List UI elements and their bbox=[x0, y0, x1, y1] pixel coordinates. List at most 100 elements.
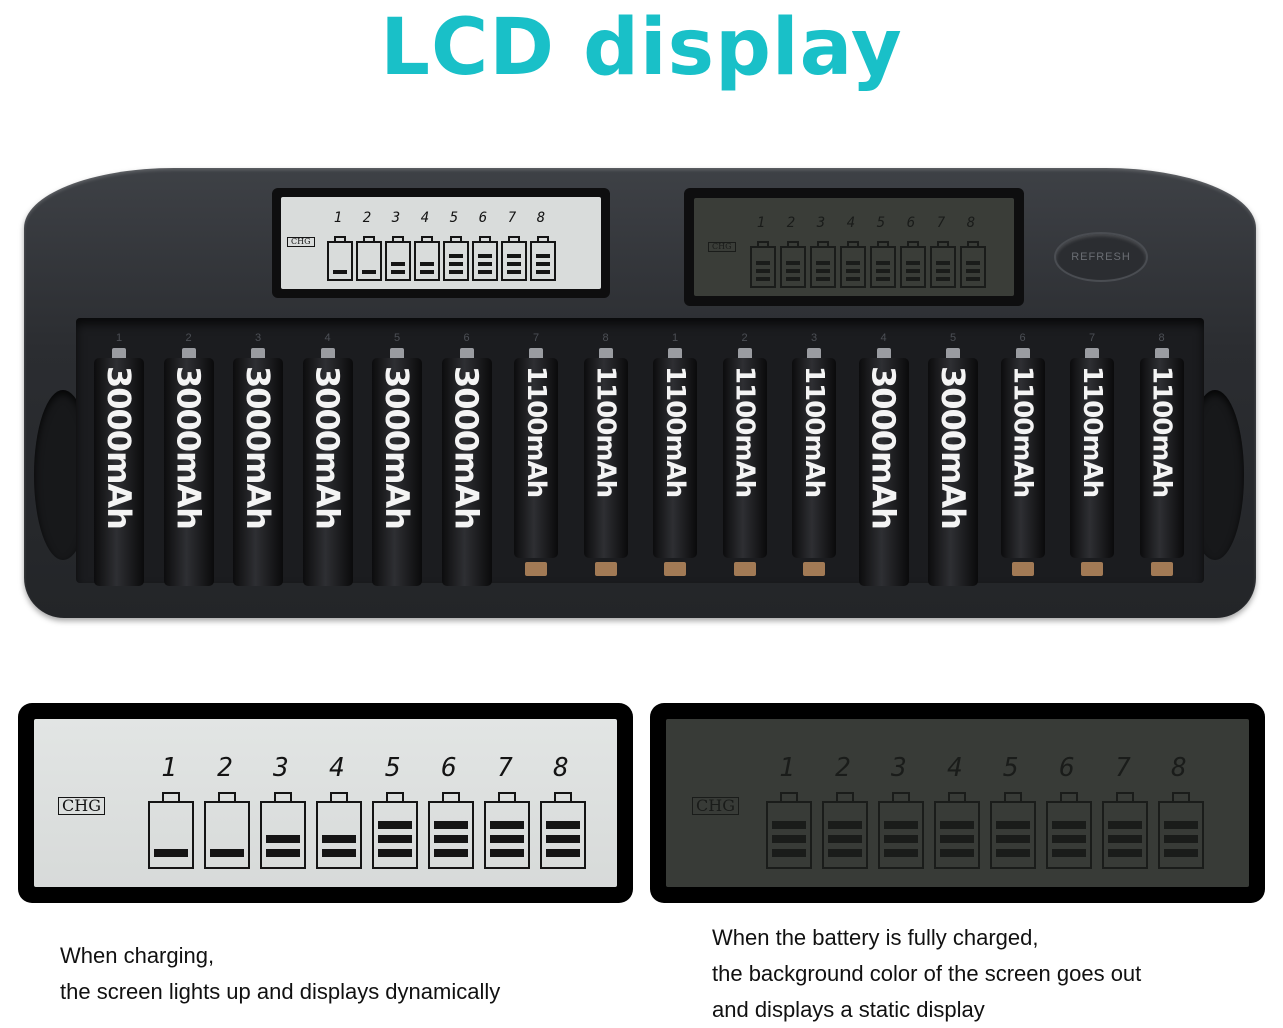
aa-battery: 1100mAh bbox=[1139, 348, 1184, 558]
battery-level-icon-tip bbox=[967, 241, 979, 248]
battery-level-bar bbox=[828, 835, 862, 843]
aa-battery: 1100mAh bbox=[1000, 348, 1045, 558]
aa-battery: 3000mAh bbox=[302, 348, 353, 586]
battery-level-bar bbox=[507, 270, 521, 274]
battery-level-bar bbox=[362, 270, 376, 274]
slot-number: 8 bbox=[602, 332, 609, 344]
battery-level-bar bbox=[378, 821, 412, 829]
battery-level-icon bbox=[840, 246, 866, 288]
battery-level-bar bbox=[536, 270, 550, 274]
battery-level-icon-tip bbox=[907, 241, 919, 248]
battery-level-bar bbox=[490, 821, 524, 829]
caption-full-line2: the background color of the screen goes … bbox=[712, 961, 1142, 986]
battery-capacity-label: 3000mAh bbox=[447, 366, 486, 529]
battery-level-bar bbox=[756, 277, 770, 281]
channel-number: 5 bbox=[449, 210, 459, 226]
battery-level-bar bbox=[996, 821, 1030, 829]
battery-level-icon-tip bbox=[836, 792, 854, 803]
battery-level-icon-tip bbox=[787, 241, 799, 248]
aa-battery: 1100mAh bbox=[514, 348, 558, 558]
battery-positive-terminal bbox=[876, 348, 891, 358]
battery-capacity-label: 3000mAh bbox=[378, 366, 416, 529]
battery-level-bar bbox=[434, 821, 468, 829]
battery-level-icon bbox=[204, 801, 250, 869]
channel-number: 3 bbox=[391, 210, 401, 226]
slot-number: 2 bbox=[741, 332, 748, 344]
channel-number: 1 bbox=[333, 210, 343, 226]
battery-level-icon bbox=[428, 801, 474, 869]
channel-number: 6 bbox=[906, 215, 916, 231]
battery-level-bar bbox=[816, 261, 830, 265]
battery-level-bar bbox=[940, 835, 974, 843]
battery-level-bar bbox=[816, 277, 830, 281]
battery-slot: 3 3000mAh bbox=[227, 332, 289, 586]
slot-number: 1 bbox=[671, 332, 679, 344]
spring-contact bbox=[1011, 562, 1034, 576]
slot-number: 3 bbox=[254, 332, 262, 344]
battery-capacity-label: 1100mAh bbox=[590, 366, 621, 498]
channel-number: 2 bbox=[217, 753, 233, 783]
battery-level-bar bbox=[996, 835, 1030, 843]
channel-number: 7 bbox=[497, 753, 513, 783]
battery-level-icon bbox=[356, 241, 382, 281]
battery-level-icon-tip bbox=[450, 236, 462, 243]
spring-contact bbox=[664, 562, 686, 576]
battery-positive-terminal bbox=[390, 348, 404, 358]
battery-level-bar bbox=[1052, 835, 1086, 843]
battery-level-bar bbox=[266, 849, 300, 857]
battery-level-icon bbox=[501, 241, 527, 281]
aa-battery: 3000mAh bbox=[233, 348, 283, 586]
slot-number: 5 bbox=[949, 332, 957, 344]
battery-level-bar bbox=[940, 821, 974, 829]
battery-level-bar bbox=[378, 835, 412, 843]
aa-battery: 1100mAh bbox=[792, 348, 836, 558]
channel-number: 7 bbox=[936, 215, 946, 231]
battery-capacity-label: 3000mAh bbox=[169, 366, 208, 529]
battery-level-icon-tip bbox=[1116, 792, 1134, 803]
battery-level-bar bbox=[536, 262, 550, 266]
battery-level-icon-tip bbox=[948, 792, 966, 803]
channel-number: 2 bbox=[362, 210, 372, 226]
battery-positive-terminal bbox=[112, 348, 126, 358]
battery-level-icon-tip bbox=[817, 241, 829, 248]
channel-number: 7 bbox=[507, 210, 517, 226]
battery-level-icon-tip bbox=[1172, 792, 1190, 803]
channel-number: 2 bbox=[786, 215, 796, 231]
battery-positive-terminal bbox=[320, 348, 335, 358]
battery-level-icon-tip bbox=[363, 236, 375, 243]
battery-positive-terminal bbox=[1085, 348, 1099, 358]
channel-number: 5 bbox=[1003, 753, 1019, 783]
battery-level-icon-tip bbox=[1060, 792, 1078, 803]
spring-contact bbox=[1081, 562, 1103, 576]
battery-positive-terminal bbox=[1154, 348, 1169, 358]
battery-level-bar bbox=[1164, 835, 1198, 843]
page-title: LCD display bbox=[380, 3, 903, 93]
battery-level-icon bbox=[1158, 801, 1204, 869]
battery-level-icon-tip bbox=[386, 792, 404, 803]
battery-level-bar bbox=[434, 835, 468, 843]
battery-level-icon bbox=[750, 246, 776, 288]
battery-level-bar bbox=[546, 821, 580, 829]
battery-level-icon bbox=[930, 246, 956, 288]
battery-level-bar bbox=[756, 261, 770, 265]
battery-capacity-label: 1100mAh bbox=[799, 366, 829, 498]
battery-level-bar bbox=[449, 262, 463, 266]
refresh-button[interactable]: REFRESH bbox=[1054, 232, 1148, 282]
battery-level-bar bbox=[876, 269, 890, 273]
caption-charging-line2: the screen lights up and displays dynami… bbox=[60, 979, 501, 1004]
channel-number: 4 bbox=[947, 753, 963, 783]
battery-level-bar bbox=[884, 821, 918, 829]
battery-level-bar bbox=[846, 261, 860, 265]
battery-level-icon bbox=[780, 246, 806, 288]
battery-level-bar bbox=[490, 835, 524, 843]
channel-number: 3 bbox=[891, 753, 907, 783]
